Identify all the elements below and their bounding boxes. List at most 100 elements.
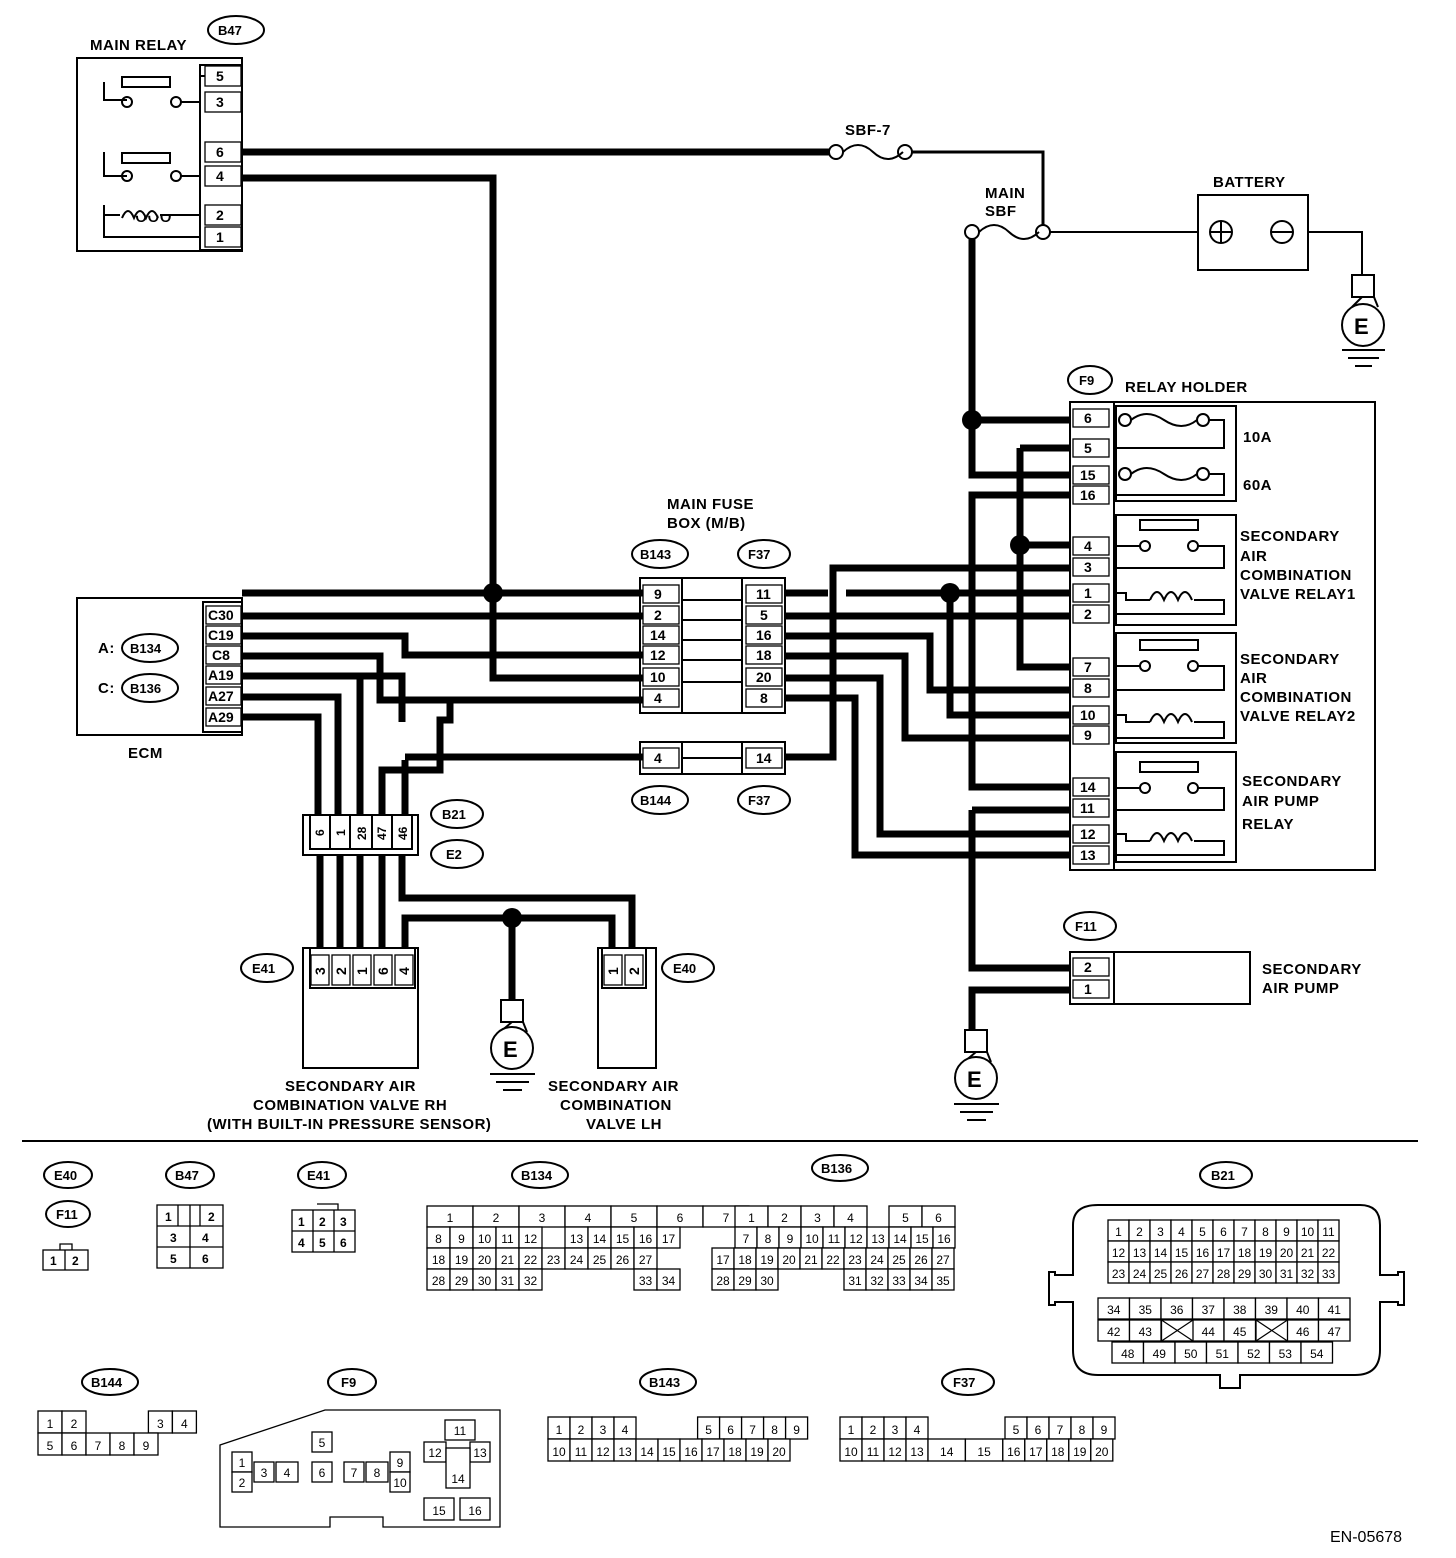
relay2-label: AIR bbox=[1240, 670, 1267, 687]
f37-cell: 2 bbox=[870, 1423, 877, 1437]
b143-cell: 3 bbox=[600, 1423, 607, 1437]
b21-cell: 42 bbox=[1107, 1325, 1121, 1339]
main-relay: ᴗᴗᴗ MAIN RELAY B47 5 3 6 4 2 1 bbox=[76, 15, 265, 252]
pump-relay-label: RELAY bbox=[1242, 816, 1294, 833]
b134-cell: 11 bbox=[501, 1232, 514, 1246]
fuse-box-right-pin: 8 bbox=[760, 690, 768, 706]
f37-cell: 20 bbox=[1095, 1445, 1109, 1459]
b21-cell: 54 bbox=[1310, 1347, 1324, 1361]
b134-cell: 1 bbox=[447, 1211, 454, 1225]
b134-cell: 4 bbox=[585, 1211, 592, 1225]
air-pump-label: SECONDARY bbox=[1262, 961, 1362, 978]
valve-lh-pin: 2 bbox=[626, 967, 642, 975]
b134-cell: 34 bbox=[662, 1274, 676, 1288]
b21-cell: 13 bbox=[1133, 1246, 1147, 1260]
valve-rh-pin: 2 bbox=[333, 967, 349, 975]
b136-cell: 12 bbox=[849, 1232, 863, 1246]
f37-cell: 6 bbox=[1035, 1423, 1042, 1437]
b21-cell: 50 bbox=[1184, 1347, 1198, 1361]
b47-view-cell: 4 bbox=[202, 1231, 209, 1245]
b134-cell: 19 bbox=[455, 1253, 469, 1267]
b136-cell: 17 bbox=[716, 1253, 730, 1267]
f37-cell: 19 bbox=[1073, 1445, 1087, 1459]
e40-view-cell: 2 bbox=[72, 1254, 79, 1268]
fuse-box-label-2: BOX (M/B) bbox=[667, 515, 746, 532]
b21-cell: 44 bbox=[1202, 1325, 1216, 1339]
f9-cell: 11 bbox=[454, 1424, 467, 1438]
relay1-label: VALVE RELAY1 bbox=[1240, 586, 1356, 603]
b136-cell: 31 bbox=[848, 1274, 862, 1288]
b144-cell-box bbox=[133, 1432, 159, 1456]
b134-cell: 32 bbox=[524, 1274, 538, 1288]
b143-cell: 6 bbox=[727, 1423, 734, 1437]
b134-cell: 23 bbox=[547, 1253, 561, 1267]
relay-holder-pin: 3 bbox=[1084, 559, 1092, 575]
b21-cell: 20 bbox=[1280, 1246, 1294, 1260]
b134-cell: 17 bbox=[662, 1232, 676, 1246]
joint-tag-top: B21 bbox=[442, 807, 466, 822]
b136-cell: 7 bbox=[743, 1232, 750, 1246]
main-relay-tag: B47 bbox=[218, 23, 242, 38]
battery-label: BATTERY bbox=[1213, 174, 1286, 191]
ecm-pin: C30 bbox=[208, 607, 234, 623]
b134-cell: 29 bbox=[455, 1274, 469, 1288]
main-relay-label: MAIN RELAY bbox=[90, 37, 187, 54]
b21-cell: 10 bbox=[1301, 1225, 1315, 1239]
air-pump-tag: F11 bbox=[1075, 919, 1097, 934]
valve-rh: 3 2 1 6 4 E41 SECONDARY AIR COMBINATION … bbox=[207, 947, 491, 1133]
b21-cell: 12 bbox=[1112, 1246, 1126, 1260]
b21-cell: 29 bbox=[1238, 1267, 1252, 1281]
b134-cell-box bbox=[656, 1226, 681, 1249]
b21-cell: 16 bbox=[1196, 1246, 1210, 1260]
valve-lh-label: SECONDARY AIR bbox=[548, 1078, 679, 1095]
relay2-label: VALVE RELAY2 bbox=[1240, 708, 1356, 725]
valve-rh-label: (WITH BUILT-IN PRESSURE SENSOR) bbox=[207, 1116, 491, 1133]
b134-cell: 7 bbox=[723, 1211, 730, 1225]
joint-pin: 46 bbox=[396, 826, 410, 840]
fuse-box-right-pin: 5 bbox=[760, 607, 768, 623]
sbf7-fuse: SBF-7 bbox=[828, 122, 913, 160]
f9-cell-box bbox=[311, 1431, 333, 1453]
relay-holder-pin: 14 bbox=[1080, 779, 1096, 795]
relay-holder-pin: 1 bbox=[1084, 585, 1092, 601]
main-sbf-fuse: MAIN SBF bbox=[964, 185, 1051, 240]
b143-cell: 13 bbox=[618, 1445, 632, 1459]
b143-cell: 7 bbox=[749, 1423, 756, 1437]
main-relay-pin: 3 bbox=[216, 94, 224, 110]
valve-lh-label: VALVE LH bbox=[586, 1116, 662, 1133]
main-sbf-label-1: MAIN bbox=[985, 185, 1025, 202]
b21-cell: 21 bbox=[1301, 1246, 1315, 1260]
relay-holder-pin: 11 bbox=[1080, 800, 1095, 816]
f37-pin: 14 bbox=[756, 750, 772, 766]
relay-holder-pin: 12 bbox=[1080, 826, 1096, 842]
ecm-conn-a-tag: B134 bbox=[130, 641, 162, 656]
b134-cell: 14 bbox=[593, 1232, 607, 1246]
b143-cell: 2 bbox=[578, 1423, 585, 1437]
relay-holder-tag: F9 bbox=[1079, 373, 1094, 388]
b136-cell: 15 bbox=[915, 1232, 929, 1246]
b134-cell: 12 bbox=[524, 1232, 538, 1246]
b136-cell: 8 bbox=[765, 1232, 772, 1246]
b21-cell: 7 bbox=[1241, 1225, 1248, 1239]
fuse-box-left-pin: 2 bbox=[654, 607, 662, 623]
b134-cell: 9 bbox=[458, 1232, 465, 1246]
b134-cell: 10 bbox=[478, 1232, 492, 1246]
b21-cell: 5 bbox=[1199, 1225, 1206, 1239]
b21-cell: 49 bbox=[1153, 1347, 1167, 1361]
f9-cell: 13 bbox=[473, 1446, 487, 1460]
b143-cell: 12 bbox=[596, 1445, 610, 1459]
b21-cell: 46 bbox=[1296, 1325, 1310, 1339]
fuse-box-tag-right-bottom: F37 bbox=[748, 793, 770, 808]
b144-cell: 7 bbox=[95, 1439, 102, 1453]
f37-cell: 8 bbox=[1079, 1423, 1086, 1437]
f37-cell: 16 bbox=[1007, 1445, 1021, 1459]
b136-cell: 28 bbox=[716, 1274, 730, 1288]
air-pump-label: AIR PUMP bbox=[1262, 980, 1339, 997]
b21-cell: 1 bbox=[1115, 1225, 1122, 1239]
b21-cell: 32 bbox=[1301, 1267, 1315, 1281]
b21-cell: 45 bbox=[1233, 1325, 1247, 1339]
ecm-label: ECM bbox=[128, 745, 163, 762]
f9-cell-box bbox=[389, 1471, 411, 1493]
b21-cell: 33 bbox=[1322, 1267, 1336, 1281]
